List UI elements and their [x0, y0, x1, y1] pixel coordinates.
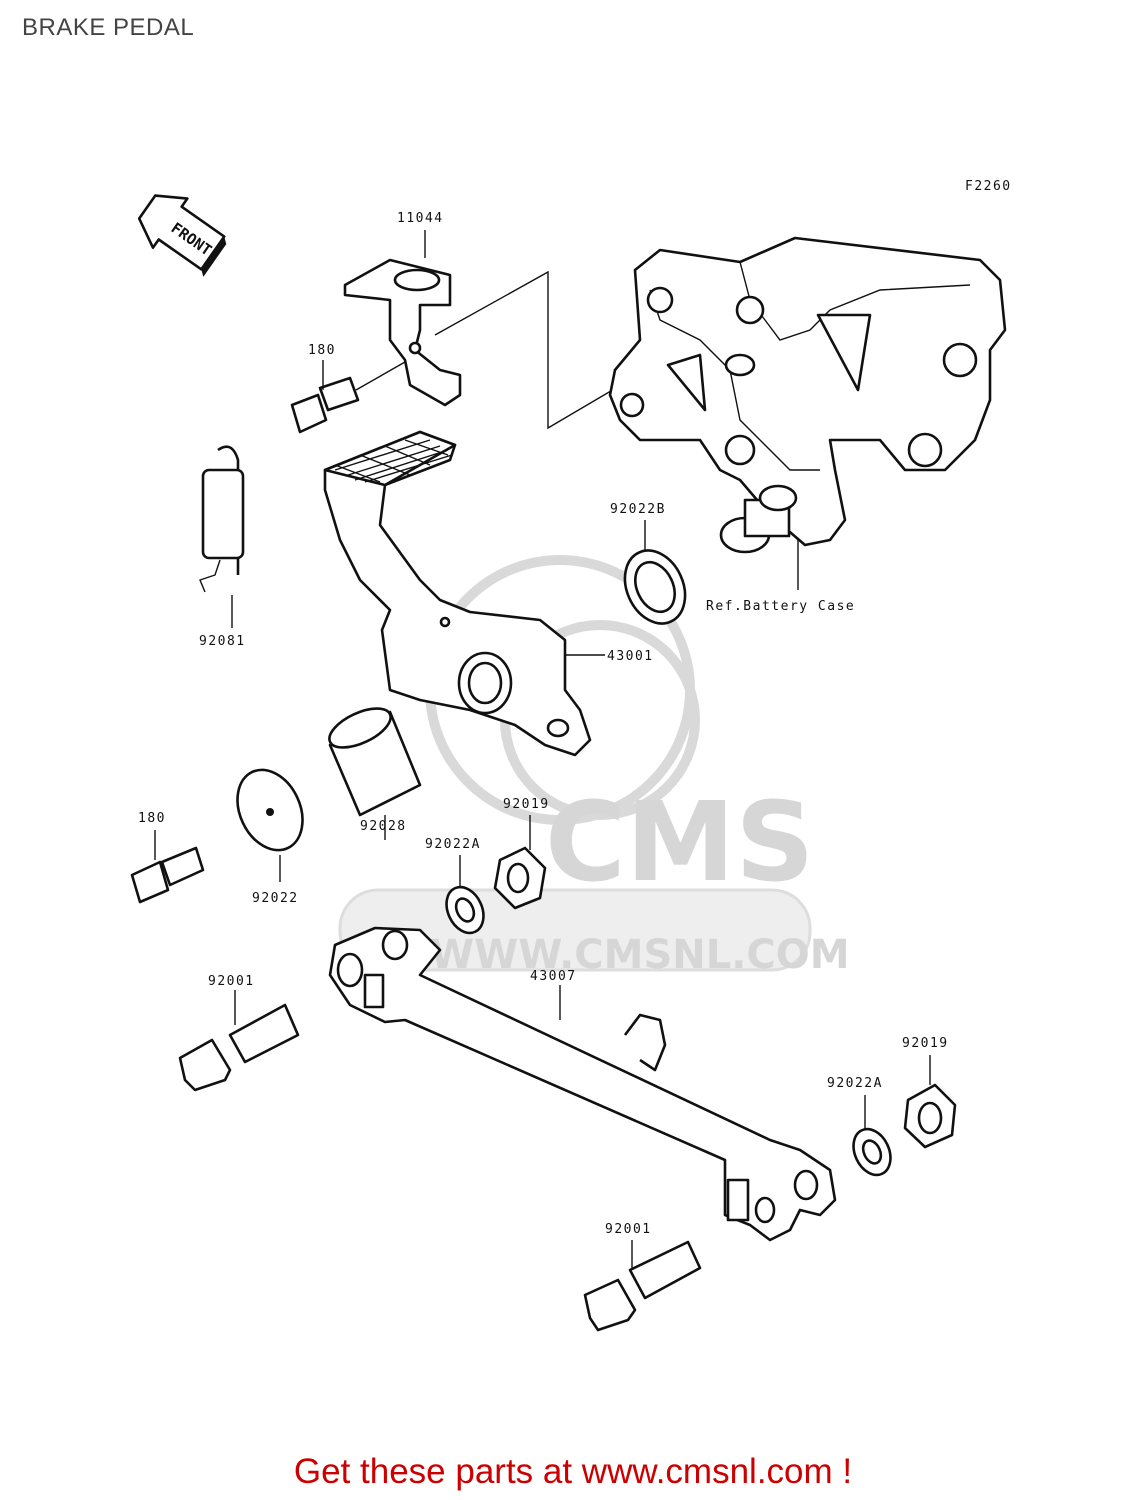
label-92019-upper: 92019 [503, 797, 550, 812]
washer-92022 [236, 768, 304, 882]
label-11044: 11044 [397, 211, 444, 226]
nut-92019-upper [493, 815, 547, 910]
rod-43007 [328, 926, 837, 1242]
figure-code: F2260 [965, 179, 1012, 194]
label-92001-left: 92001 [208, 974, 255, 989]
washer-92022a-upper [445, 855, 485, 935]
washer-92022a-lower [852, 1095, 892, 1177]
frame-bracket [608, 236, 1007, 590]
bushing-92028 [328, 707, 422, 840]
bolt-92001-lower [583, 1240, 702, 1332]
label-43001: 43001 [607, 649, 654, 664]
label-92001-lower: 92001 [605, 1222, 652, 1237]
brake-pedal-43001 [323, 430, 605, 757]
page-title: BRAKE PEDAL [22, 14, 195, 41]
label-92022a-upper: 92022A [425, 837, 481, 852]
bolt-180-mid [130, 830, 205, 904]
watermark-url: WWW.CMSNL.COM [430, 932, 850, 978]
label-92022a-lower: 92022A [827, 1076, 883, 1091]
label-92028: 92028 [360, 819, 407, 834]
label-180-mid: 180 [138, 811, 166, 826]
ref-note: Ref.Battery Case [706, 599, 855, 614]
label-92022: 92022 [252, 891, 299, 906]
watermark-brand: CMS [545, 778, 814, 906]
spring-92081 [199, 445, 245, 628]
clip-bracket-11044 [343, 230, 462, 407]
label-92081: 92081 [199, 634, 246, 649]
front-arrow-icon: FRONT [137, 194, 227, 277]
label-92022b: 92022B [610, 502, 666, 517]
bolt-92001-left [178, 990, 300, 1092]
label-92019-lower: 92019 [902, 1036, 949, 1051]
label-180-top: 180 [308, 343, 336, 358]
label-43007: 43007 [530, 969, 577, 984]
footer-link[interactable]: Get these parts at www.cmsnl.com ! [293, 1452, 853, 1491]
nut-92019-lower [903, 1055, 957, 1149]
washer-92022b [623, 520, 687, 625]
bolt-180-top [290, 360, 406, 434]
